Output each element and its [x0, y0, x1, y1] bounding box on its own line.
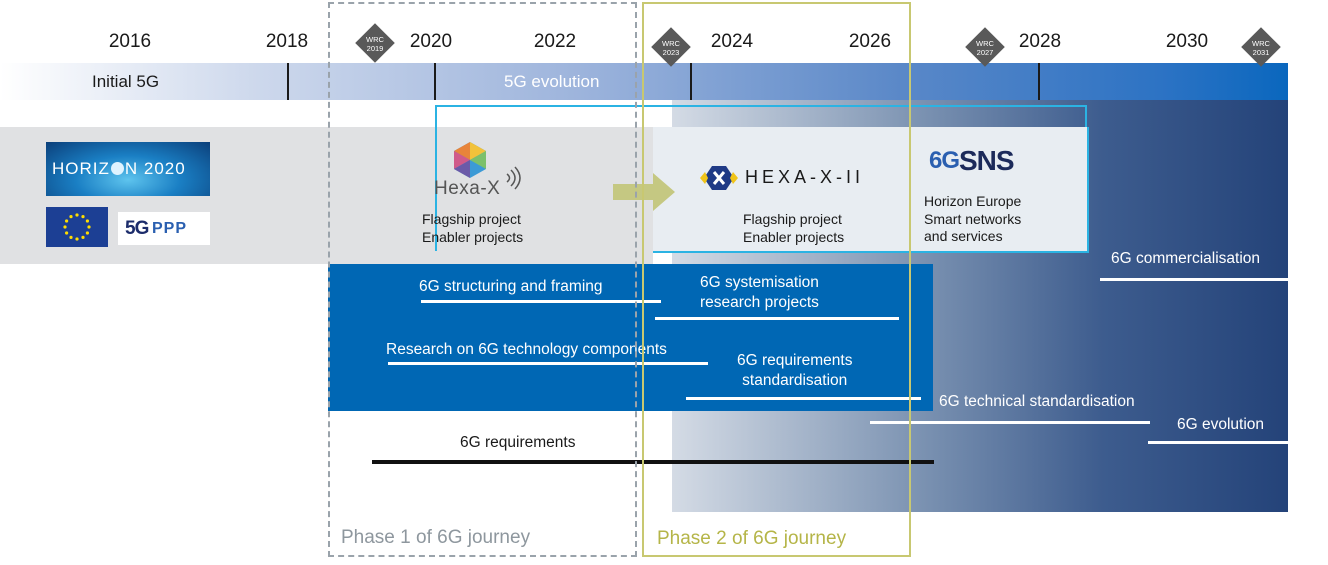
hexa-x-desc-line-1: Flagship project — [422, 211, 521, 227]
sns-desc-line-1: Horizon Europe — [924, 193, 1022, 209]
tick-2023 — [690, 63, 692, 100]
year-2022: 2022 — [533, 31, 577, 52]
phase-2-frame — [642, 2, 911, 557]
5g-ppp-5g: 5G — [125, 218, 149, 239]
wrc-year: 2019 — [366, 44, 384, 53]
globe-icon — [110, 162, 124, 175]
wrc-label: WRC — [976, 39, 994, 48]
req-standardisation-line-2: standardisation — [742, 372, 848, 389]
hexa-x-ii-logo: HEXA-X-II — [700, 164, 880, 192]
hexa-x-logo: Hexa-X — [432, 140, 526, 208]
year-2030: 2030 — [1165, 31, 1209, 52]
6g-sns-sns: SNS — [959, 145, 1015, 176]
req-standardisation-bar — [686, 397, 921, 400]
requirements-label: 6G requirements — [460, 434, 576, 451]
requirements-bar — [372, 460, 934, 464]
hexa-x-description: Flagship project Enabler projects — [422, 210, 523, 246]
phase-1-frame — [328, 2, 637, 557]
5g-evolution-label: 5G evolution — [504, 72, 600, 91]
sns-description: Horizon Europe Smart networks and servic… — [924, 193, 1021, 246]
signal-waves-icon — [506, 166, 521, 190]
eu-stars-icon — [63, 213, 91, 241]
5g-timeline-band — [0, 63, 1288, 100]
tech-standardisation-bar — [870, 421, 1150, 424]
req-standardisation-line-1: 6G requirements — [737, 352, 853, 369]
hexa-x-ii-desc-line-1: Flagship project — [743, 211, 842, 227]
transition-arrow-icon — [613, 173, 675, 211]
year-2028: 2028 — [1018, 31, 1062, 52]
wrc-year: 2023 — [662, 48, 680, 57]
hexa-x-desc-line-2: Enabler projects — [422, 229, 524, 245]
wrc-label: WRC — [662, 39, 680, 48]
hexa-x-ii-emblem-icon — [700, 166, 738, 190]
6g-sns-logo: 6G SNS — [929, 145, 1029, 179]
year-2018: 2018 — [265, 31, 309, 52]
tick-2028 — [1038, 63, 1040, 100]
sns-desc-line-3: and services — [924, 228, 1003, 244]
wrc-year: 2027 — [976, 48, 994, 57]
wrc-label: WRC — [366, 35, 384, 44]
req-standardisation-label: 6G requirements standardisation — [737, 351, 852, 391]
hexa-x-ii-panel — [653, 127, 1089, 253]
hexa-x-ii-desc-line-2: Enabler projects — [743, 229, 845, 245]
structuring-label: 6G structuring and framing — [419, 278, 603, 295]
sns-desc-line-2: Smart networks — [924, 210, 1022, 227]
5g-ppp-logo: 5G PPP — [118, 212, 210, 245]
year-2016: 2016 — [108, 31, 152, 52]
phase-1-label: Phase 1 of 6G journey — [341, 527, 531, 548]
structuring-bar — [421, 300, 661, 303]
hexa-x-polyhedron-icon — [454, 142, 486, 178]
5g-ppp-ppp: PPP — [152, 220, 188, 237]
6g-evolution-bar — [1148, 441, 1288, 444]
6g-sns-6g: 6G — [929, 147, 960, 174]
year-2026: 2026 — [848, 31, 892, 52]
tick-2018 — [287, 63, 289, 100]
hexa-x-ii-description: Flagship project Enabler projects — [743, 210, 844, 246]
year-2024: 2024 — [710, 31, 754, 52]
initial-5g-label: Initial 5G — [92, 72, 160, 91]
hexa-x-wordmark: Hexa-X — [434, 178, 501, 199]
wrc-year: 2031 — [1252, 48, 1270, 57]
research-components-label: Research on 6G technology components — [386, 341, 667, 358]
hexa-x-ii-wordmark: HEXA-X-II — [745, 167, 865, 187]
eu-flag-logo — [46, 207, 108, 247]
wrc-label: WRC — [1252, 39, 1270, 48]
commercialisation-label: 6G commercialisation — [1111, 250, 1261, 267]
research-area — [328, 264, 933, 411]
phase-2-label: Phase 2 of 6G journey — [657, 528, 847, 549]
systemisation-bar — [655, 317, 899, 320]
year-2020: 2020 — [409, 31, 453, 52]
tick-2020 — [434, 63, 436, 100]
research-components-bar — [388, 362, 708, 365]
systemisation-line-1: 6G systemisation — [700, 274, 819, 291]
systemisation-label: 6G systemisation research projects — [700, 273, 819, 313]
tech-standardisation-label: 6G technical standardisation — [939, 393, 1135, 410]
commercialisation-bar — [1100, 278, 1288, 281]
6g-evolution-label: 6G evolution — [1177, 416, 1265, 433]
systemisation-line-2: research projects — [700, 294, 819, 311]
